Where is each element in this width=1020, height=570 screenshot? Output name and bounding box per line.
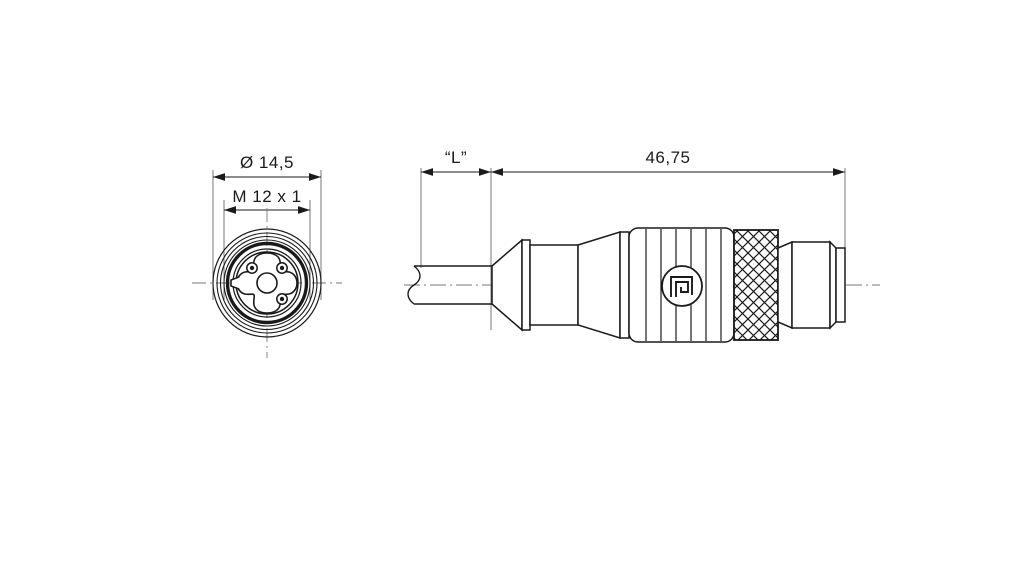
thread-dimension-label: M 12 x 1 <box>232 187 301 206</box>
side-profile-view: “L” 46,75 <box>404 148 880 343</box>
pin-sockets <box>246 262 288 305</box>
strain-relief-flange <box>521 239 531 331</box>
cable-length-dimension-label: “L” <box>445 148 467 167</box>
threaded-coupling-end <box>791 241 831 329</box>
transition-collar <box>619 231 630 339</box>
thread-dimension: M 12 x 1 <box>224 187 310 214</box>
body-length-dimension: 46,75 <box>491 148 845 176</box>
cable-break-symbol <box>407 265 421 305</box>
grip-ribs <box>645 229 722 341</box>
cylindrical-barrel <box>529 244 579 326</box>
square-spiral-logo-icon <box>670 276 693 297</box>
diameter-dimension: Ø 14,5 <box>213 153 321 181</box>
nose-chamfer <box>829 240 846 330</box>
coupling-step <box>777 240 793 330</box>
side-view-extension-lines <box>420 168 846 330</box>
face-rings <box>212 228 322 338</box>
cable <box>407 265 492 305</box>
pin-socket <box>246 262 258 274</box>
logo-badge <box>661 265 703 307</box>
diameter-dimension-label: Ø 14,5 <box>240 153 294 172</box>
strain-relief-cone <box>491 238 523 332</box>
pin-socket <box>276 262 288 274</box>
knurl-pattern <box>734 230 778 340</box>
knurled-coupling-nut <box>733 229 779 341</box>
center-hub <box>256 272 278 294</box>
tapered-transition <box>577 230 621 340</box>
pin-socket <box>276 293 288 305</box>
front-face-view: Ø 14,5 M 12 x 1 <box>192 153 342 358</box>
cable-length-dimension: “L” <box>421 148 491 176</box>
body-length-dimension-label: 46,75 <box>645 148 690 167</box>
